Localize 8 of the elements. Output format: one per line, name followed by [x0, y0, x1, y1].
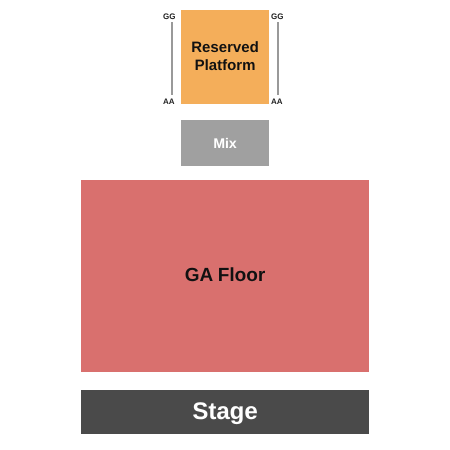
row-label: AA [163, 97, 175, 106]
row-label: GG [271, 12, 284, 21]
row-label: AA [271, 97, 283, 106]
seating-section: Mix [181, 120, 269, 166]
seating-section: Reserved Platform [181, 10, 269, 104]
stage-area: Stage [81, 390, 369, 434]
row-label: GG [163, 12, 176, 21]
seating-section: GA Floor [81, 180, 369, 372]
